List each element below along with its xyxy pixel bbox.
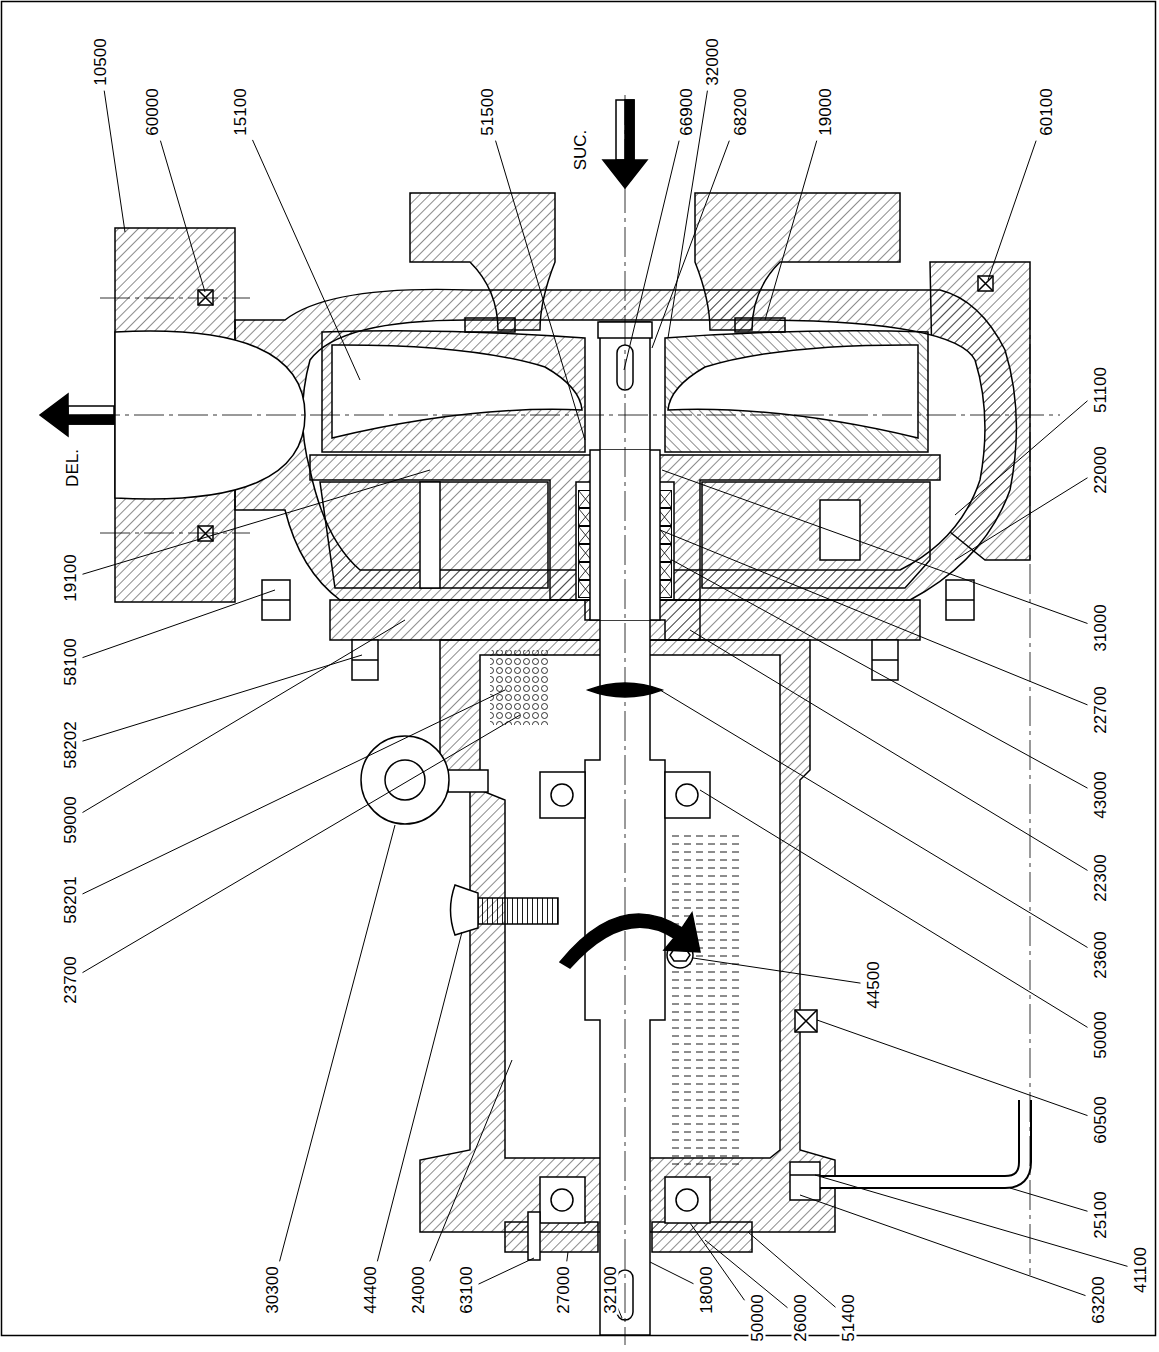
leader-line [700, 790, 1088, 1027]
callout-number: 58100 [62, 637, 79, 686]
leader-line [496, 141, 585, 440]
callout-number: 30300 [264, 1265, 281, 1314]
leader-line [660, 690, 1088, 947]
leader-line [662, 470, 1088, 623]
leader-line [988, 141, 1036, 280]
callout-number: 23600 [1092, 930, 1109, 979]
leader-line [83, 715, 521, 973]
leader-line [652, 141, 729, 348]
callout-number: 32000 [704, 37, 721, 86]
leader-line [104, 91, 125, 232]
leader-line [672, 560, 1088, 788]
leader-line [253, 140, 361, 380]
callout-number: 51500 [479, 87, 496, 136]
leader-line [479, 1258, 535, 1284]
callout-number: 25100 [1092, 1190, 1109, 1239]
leader-line [83, 655, 363, 741]
leader-line [693, 958, 861, 983]
callout-number: 68200 [732, 87, 749, 136]
callout-number: 44400 [362, 1265, 379, 1314]
flow-label: DEL. [64, 448, 81, 488]
leader-line [650, 1262, 694, 1284]
callout-number: 51100 [1092, 366, 1109, 414]
leader-line [280, 825, 395, 1261]
callout-number: 32100 [602, 1265, 619, 1314]
callout-number: 24000 [410, 1265, 427, 1314]
callout-number: 63200 [1090, 1275, 1107, 1324]
callout-number: 50000 [1092, 1010, 1109, 1059]
callout-number: 10500 [92, 37, 109, 86]
callout-number: 50000 [749, 1293, 766, 1342]
callout-number: 15100 [232, 87, 249, 136]
flow-label: SUC. [572, 129, 589, 172]
callout-number: 60500 [1092, 1095, 1109, 1144]
leader-line [955, 478, 1088, 560]
callout-number: 58202 [62, 720, 79, 769]
callout-number: 63100 [458, 1265, 475, 1314]
leader-line [430, 1060, 512, 1261]
callout-number: 66900 [678, 87, 695, 136]
centerlines [90, 95, 1060, 1345]
callout-number: 41100 [1132, 1246, 1149, 1294]
flow-arrows [40, 100, 647, 436]
leader-line [660, 530, 1088, 705]
callout-number: 43000 [1092, 770, 1109, 819]
callout-number: 22700 [1092, 685, 1109, 734]
leader-line [377, 932, 462, 1261]
callout-number: 23700 [62, 955, 79, 1004]
leader-line [815, 1175, 1128, 1266]
leader-line [83, 590, 276, 658]
callout-number: 51400 [840, 1293, 857, 1342]
leader-line [1010, 1188, 1088, 1211]
callout-number: 19000 [817, 87, 834, 136]
callout-number: 19100 [62, 553, 79, 602]
leader-line [800, 1195, 1086, 1296]
leader-line [690, 630, 1088, 870]
callout-number: 27000 [555, 1265, 572, 1314]
leader-line [160, 141, 205, 292]
leader-line [705, 1240, 788, 1308]
leader-line [83, 620, 406, 813]
leader-line [83, 690, 506, 894]
leader-line [817, 1020, 1088, 1116]
callout-number: 60000 [144, 87, 161, 136]
callout-number: 31000 [1092, 603, 1109, 652]
leader-line [567, 1252, 568, 1261]
callout-number: 18000 [698, 1265, 715, 1314]
leader-line [955, 401, 1088, 515]
callout-number: 60100 [1038, 87, 1055, 136]
callout-number: 59000 [62, 795, 79, 844]
leader-line [624, 141, 679, 370]
callout-number: 22300 [1092, 853, 1109, 902]
leader-line [83, 470, 431, 574]
leader-line [765, 141, 817, 320]
callout-number: 26000 [792, 1293, 809, 1342]
callout-number: 58201 [62, 875, 79, 924]
callout-number: 44500 [865, 960, 882, 1009]
callout-number: 22000 [1092, 445, 1109, 494]
bearings [528, 772, 710, 1260]
